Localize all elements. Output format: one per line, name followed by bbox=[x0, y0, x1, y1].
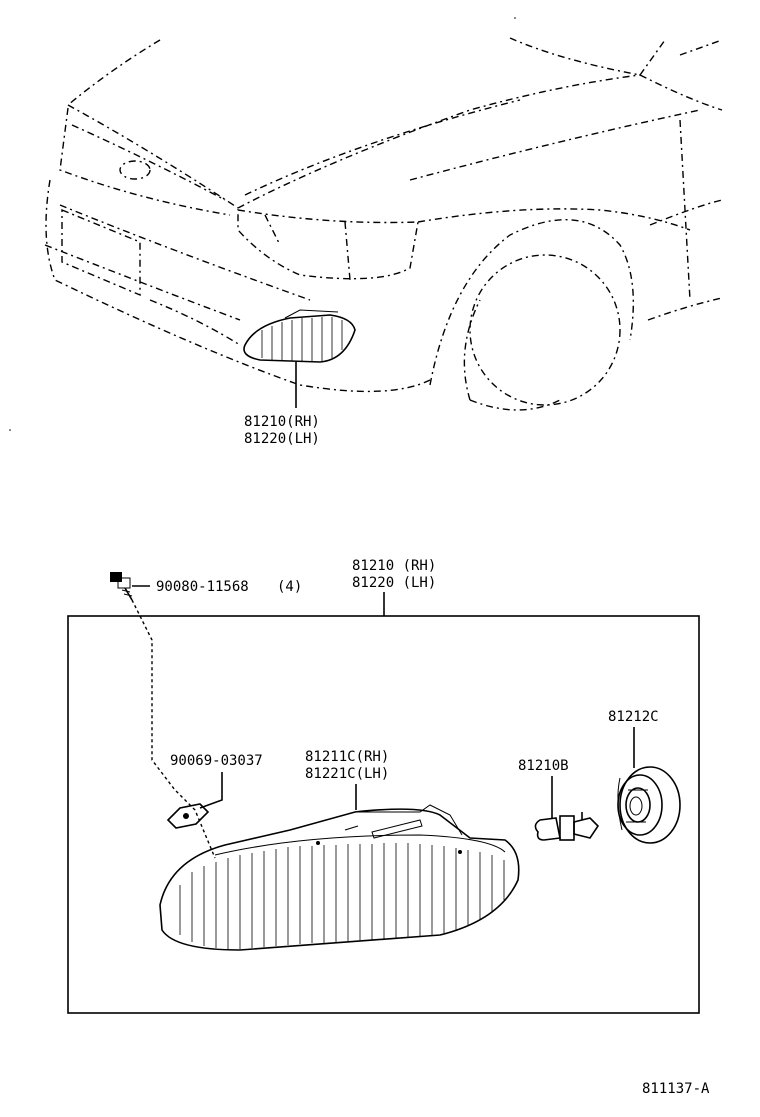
assembly-title-lh: 81220 (LH) bbox=[352, 575, 436, 591]
fog-lamp-callout-rh: 81210(RH) bbox=[244, 414, 320, 430]
fog-lamp-lens bbox=[159, 804, 520, 951]
car-front-illustration bbox=[44, 37, 723, 411]
clip-part-number: 90069-03037 bbox=[170, 753, 263, 769]
socket-icon bbox=[617, 766, 681, 844]
fog-lamp-callout-lh: 81220(LH) bbox=[244, 431, 320, 447]
assembly-frame bbox=[67, 615, 700, 1014]
bolt-part-number: 90080-11568 bbox=[156, 579, 249, 595]
clip-icon bbox=[166, 803, 210, 829]
lens-part-number-rh: 81211C(RH) bbox=[305, 749, 389, 765]
socket-part-number: 81212C bbox=[608, 709, 659, 725]
bulb-icon bbox=[534, 812, 600, 841]
bulb-part-number: 81210B bbox=[518, 758, 569, 774]
bolt-icon bbox=[110, 572, 133, 601]
lens-part-number-lh: 81221C(LH) bbox=[305, 766, 389, 782]
diagram-id: 811137-A bbox=[642, 1081, 710, 1097]
bolt-quantity: (4) bbox=[277, 579, 302, 595]
assembly-title-rh: 81210 (RH) bbox=[352, 558, 436, 574]
